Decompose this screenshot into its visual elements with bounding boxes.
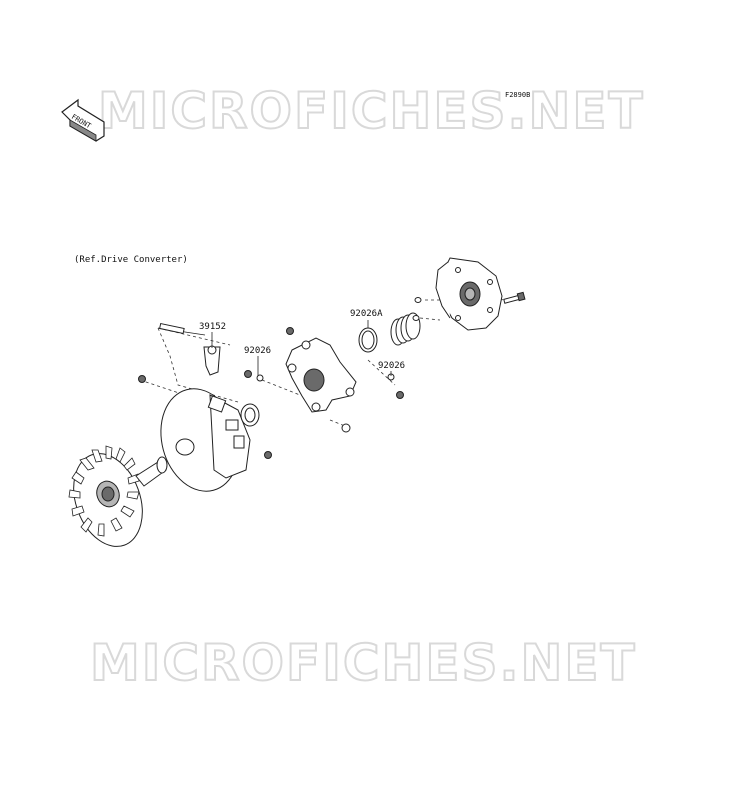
label-92026A-group: 92026A (350, 309, 383, 328)
label-39152-group: 39152 (199, 322, 226, 348)
watermark-bottom: MICROFICHES.NET (90, 634, 637, 692)
label-92026-left-group: 92026 (244, 346, 271, 376)
spider (285, 337, 357, 413)
o-ring (358, 327, 378, 353)
fixed-sheave (68, 445, 168, 547)
movable-sheave (160, 388, 251, 492)
cover-bolt (503, 291, 526, 304)
label-92026A: 92026A (350, 309, 383, 319)
figure-code: F2890B (505, 91, 530, 99)
cover (435, 257, 503, 331)
label-92026-right-group: 92026 (378, 361, 405, 376)
reference-note: (Ref.Drive Converter) (74, 255, 188, 265)
label-92026-right: 92026 (378, 361, 405, 371)
label-39152: 39152 (199, 322, 226, 332)
spring (390, 312, 421, 346)
label-92026-left: 92026 (244, 346, 271, 356)
cover-spacers (412, 297, 422, 321)
front-arrow-icon: FRONT (61, 98, 105, 142)
small-nuts (138, 327, 404, 459)
bushing (240, 403, 260, 427)
watermark-top: MICROFICHES.NET (98, 82, 645, 140)
